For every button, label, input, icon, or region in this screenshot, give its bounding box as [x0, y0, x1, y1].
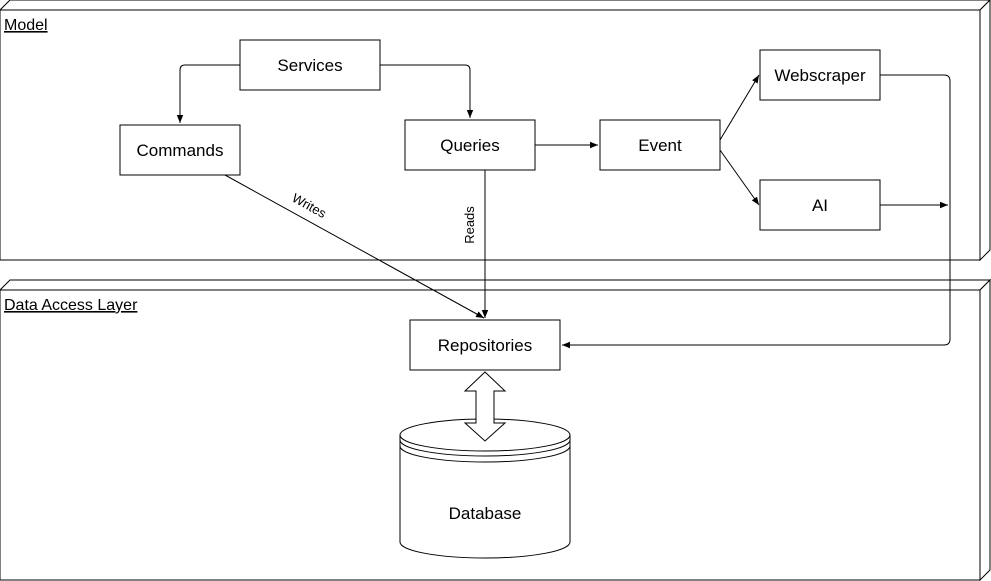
node-event-label: Event [638, 136, 682, 155]
node-services-label: Services [277, 56, 342, 75]
node-database-label: Database [449, 504, 522, 523]
edge-commands-repositories [224, 174, 485, 319]
model-frame-label: Model [4, 17, 48, 34]
node-queries-label: Queries [440, 136, 500, 155]
node-event[interactable]: Event [599, 119, 721, 171]
node-repositories[interactable]: Repositories [409, 319, 561, 371]
node-webscraper[interactable]: Webscraper [759, 49, 881, 101]
node-commands-label: Commands [137, 141, 224, 160]
data-access-layer-frame-label: Data Access Layer [4, 297, 138, 314]
node-services[interactable]: Services [239, 39, 381, 91]
node-repositories-label: Repositories [438, 336, 533, 355]
edge-label-reads: Reads [462, 206, 477, 244]
node-ai-label: AI [812, 196, 828, 215]
node-commands[interactable]: Commands [119, 124, 241, 176]
edge-services-commands [176, 64, 240, 123]
edge-services-queries [380, 64, 474, 118]
edge-event-ai [719, 149, 760, 206]
node-queries[interactable]: Queries [404, 119, 536, 171]
edge-webscraper-repositories [562, 74, 951, 349]
node-ai[interactable]: AI [759, 179, 881, 231]
node-webscraper-label: Webscraper [774, 66, 866, 85]
bidirectional-arrow-repositories-database [463, 371, 507, 442]
edge-event-webscraper [719, 74, 760, 141]
